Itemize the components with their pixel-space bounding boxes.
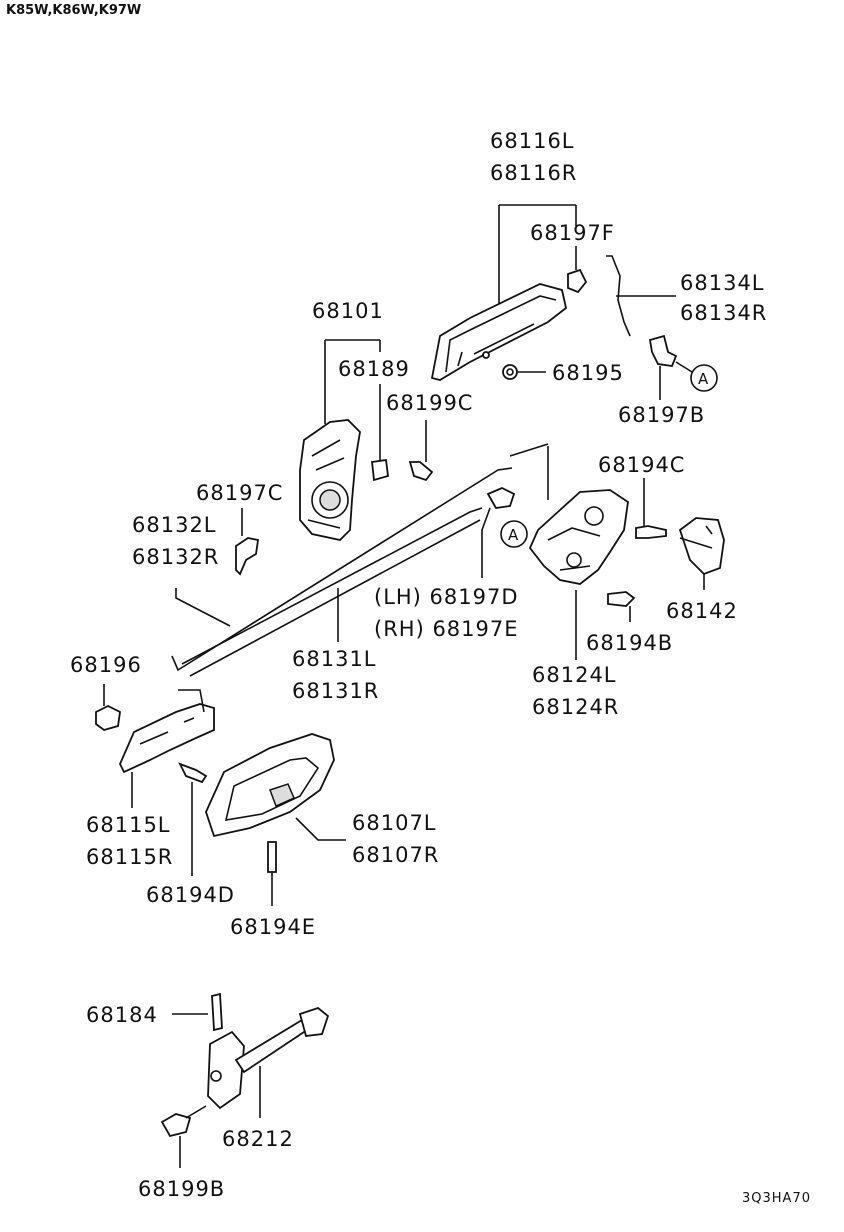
clip-68197B[interactable] xyxy=(648,334,678,367)
label-68189: 68189 xyxy=(338,357,410,381)
label-68107R: 68107R xyxy=(352,843,439,867)
door-check-68212[interactable] xyxy=(207,1006,330,1110)
label-68115R: 68115R xyxy=(86,845,173,869)
lock-actuator-68124[interactable] xyxy=(528,489,629,585)
rod-68131-upper[interactable] xyxy=(181,507,483,665)
leader-68101 xyxy=(324,339,381,424)
ref-marker-a-top xyxy=(690,364,718,392)
label-68131L: 68131L xyxy=(292,647,377,671)
label-68194E: 68194E xyxy=(230,915,316,939)
bolt-68199B[interactable] xyxy=(160,1105,207,1138)
label-68116R: 68116R xyxy=(490,161,577,185)
label-68101: 68101 xyxy=(312,299,384,323)
rod-68134[interactable] xyxy=(606,255,631,337)
label-68124R: 68124R xyxy=(532,695,619,719)
label-68212: 68212 xyxy=(222,1127,294,1151)
label-68124L: 68124L xyxy=(532,663,617,687)
label-68199B: 68199B xyxy=(138,1177,225,1201)
label-68184: 68184 xyxy=(86,1003,158,1027)
ref-marker-a-lower xyxy=(500,520,528,548)
outside-handle-part[interactable] xyxy=(430,283,568,381)
label-68194C: 68194C xyxy=(598,453,685,477)
label-68142: 68142 xyxy=(666,599,738,623)
label-68132L: 68132L xyxy=(132,513,217,537)
label-68115L: 68115L xyxy=(86,813,171,837)
rod-68132[interactable] xyxy=(171,443,549,672)
label-68194B: 68194B xyxy=(586,631,673,655)
label-68134R: 68134R xyxy=(680,301,767,325)
label-68197F: 68197F xyxy=(530,221,615,245)
label-68107L: 68107L xyxy=(352,811,437,835)
label-68194D: 68194D xyxy=(146,883,235,907)
screw-68194C[interactable] xyxy=(635,525,667,539)
screw-68194B[interactable] xyxy=(607,591,636,607)
clip-68197D-E[interactable] xyxy=(486,487,516,509)
inside-handle-68115[interactable] xyxy=(119,689,215,774)
label-68196: 68196 xyxy=(70,653,142,677)
screw-68194E[interactable] xyxy=(267,841,277,873)
label-68199C: 68199C xyxy=(386,391,473,415)
model-codes: K85W,K86W,K97W xyxy=(6,3,141,18)
ref-marker-a-lower-label: A xyxy=(508,526,519,544)
striker-68142[interactable] xyxy=(678,517,725,576)
label-68197E: (RH) 68197E xyxy=(374,617,519,641)
label-68197C: 68197C xyxy=(196,481,283,505)
screw-68194D[interactable] xyxy=(178,762,208,784)
escutcheon-68107[interactable] xyxy=(205,733,335,838)
label-68197B: 68197B xyxy=(618,403,705,427)
label-68132R: 68132R xyxy=(132,545,219,569)
label-68134L: 68134L xyxy=(680,271,765,295)
clip-68197C[interactable] xyxy=(235,537,260,576)
rod-68131-lower[interactable] xyxy=(189,519,481,677)
cap-68196[interactable] xyxy=(95,704,121,731)
clip-68197F[interactable] xyxy=(567,268,588,294)
diagram-code: 3Q3HA70 xyxy=(742,1191,811,1206)
door-latch-68101[interactable] xyxy=(299,419,361,541)
label-68197D: (LH) 68197D xyxy=(374,585,519,609)
pin-68184[interactable] xyxy=(211,992,223,1032)
label-68116L: 68116L xyxy=(490,129,575,153)
grommet-68199C[interactable] xyxy=(408,461,434,482)
ref-marker-a-top-label: A xyxy=(698,370,709,388)
bolt-68189[interactable] xyxy=(371,458,389,482)
label-68195: 68195 xyxy=(552,361,624,385)
label-68131R: 68131R xyxy=(292,679,379,703)
leader-68116 xyxy=(498,204,577,304)
grommet-68195[interactable] xyxy=(502,364,518,380)
